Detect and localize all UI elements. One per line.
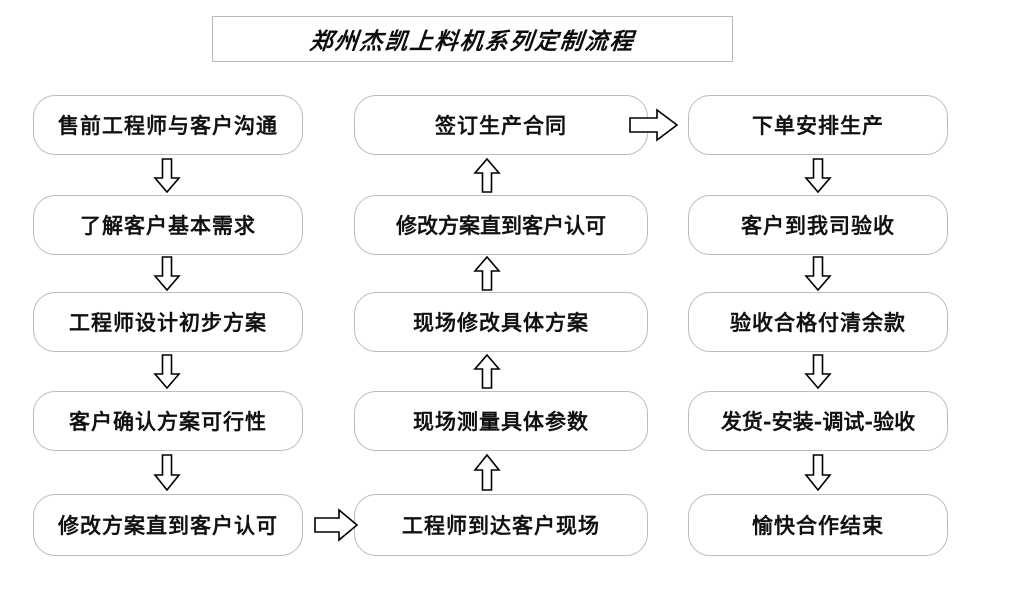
node-middle-4[interactable]: 现场测量具体参数	[354, 391, 648, 451]
node-right-5-label: 愉快合作结束	[752, 512, 884, 538]
node-middle-2-label: 修改方案直到客户认可	[396, 212, 606, 238]
node-middle-3[interactable]: 现场修改具体方案	[354, 292, 648, 352]
node-right-4[interactable]: 发货-安装-调试-验收	[688, 391, 948, 451]
node-right-1-label: 下单安排生产	[752, 112, 884, 138]
diagram-title: 郑州杰凯上料机系列定制流程	[308, 28, 637, 55]
arrow-up-icon-middle-2-1	[472, 157, 502, 193]
node-middle-1-label: 签订生产合同	[435, 112, 567, 138]
arrow-down-icon-right-1-2	[803, 158, 833, 194]
node-middle-5[interactable]: 工程师到达客户现场	[354, 494, 648, 556]
arrow-down-icon-right-3-4	[803, 354, 833, 390]
node-right-1[interactable]: 下单安排生产	[688, 95, 948, 155]
arrow-up-icon-middle-5-4	[472, 453, 502, 491]
diagram-title-box: 郑州杰凯上料机系列定制流程	[212, 16, 733, 62]
arrow-right-icon-middle-to-right	[629, 108, 680, 142]
node-left-2[interactable]: 了解客户基本需求	[33, 195, 303, 255]
node-middle-2[interactable]: 修改方案直到客户认可	[354, 195, 648, 255]
node-left-1[interactable]: 售前工程师与客户沟通	[33, 95, 303, 155]
node-left-4-label: 客户确认方案可行性	[69, 408, 267, 434]
arrow-down-icon-right-4-5	[803, 454, 833, 492]
node-middle-3-label: 现场修改具体方案	[413, 309, 589, 335]
arrow-up-icon-middle-3-2	[472, 255, 502, 291]
arrow-up-icon-middle-4-3	[472, 353, 502, 389]
node-left-2-label: 了解客户基本需求	[80, 212, 256, 238]
node-left-3-label: 工程师设计初步方案	[69, 309, 267, 335]
node-right-5[interactable]: 愉快合作结束	[688, 494, 948, 556]
node-left-3[interactable]: 工程师设计初步方案	[33, 292, 303, 352]
node-right-3-label: 验收合格付清余款	[730, 309, 906, 335]
node-left-4[interactable]: 客户确认方案可行性	[33, 391, 303, 451]
node-middle-5-label: 工程师到达客户现场	[402, 512, 600, 538]
node-left-1-label: 售前工程师与客户沟通	[58, 112, 278, 138]
arrow-down-icon-right-2-3	[803, 256, 833, 292]
arrow-right-icon-left-to-middle	[314, 508, 359, 542]
node-left-5[interactable]: 修改方案直到客户认可	[33, 494, 303, 556]
node-middle-4-label: 现场测量具体参数	[413, 408, 589, 434]
node-right-3[interactable]: 验收合格付清余款	[688, 292, 948, 352]
node-middle-1[interactable]: 签订生产合同	[354, 95, 648, 155]
node-right-2-label: 客户到我司验收	[741, 212, 895, 238]
node-right-4-label: 发货-安装-调试-验收	[720, 408, 916, 434]
node-left-5-label: 修改方案直到客户认可	[58, 512, 278, 538]
arrow-down-icon-left-3-4	[152, 354, 182, 390]
arrow-down-icon-left-1-2	[152, 158, 182, 194]
arrow-down-icon-left-2-3	[152, 256, 182, 292]
node-right-2[interactable]: 客户到我司验收	[688, 195, 948, 255]
arrow-down-icon-left-4-5	[152, 454, 182, 492]
